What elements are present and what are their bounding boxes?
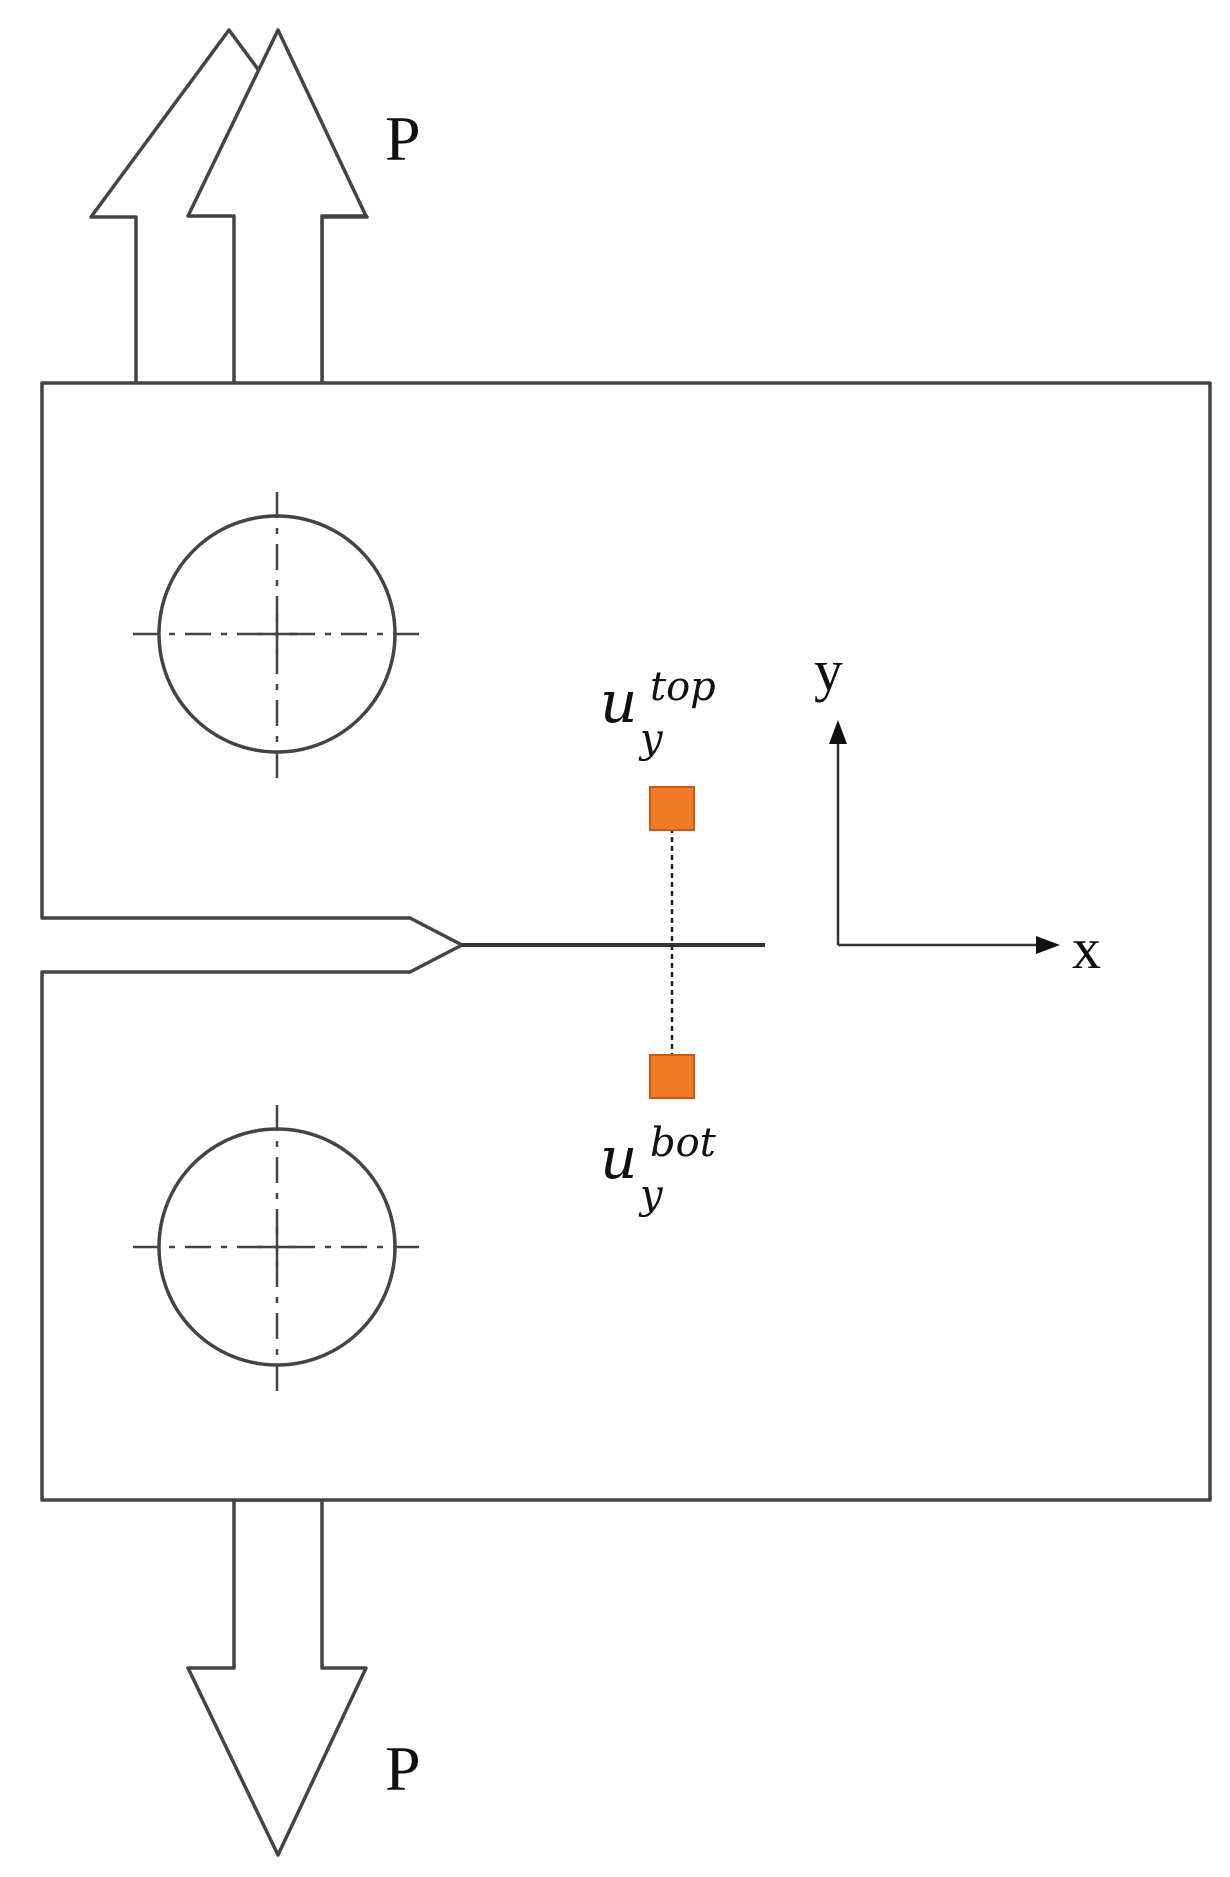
u-top-base: u xyxy=(600,668,637,736)
u-top-superscript: top xyxy=(650,664,716,710)
u-bot-subscript: y xyxy=(638,1172,664,1218)
specimen-body xyxy=(40,381,1212,1502)
u-bot-superscript: bot xyxy=(650,1120,717,1166)
x-axis-arrowhead xyxy=(1036,936,1060,954)
u-top-subscript: y xyxy=(638,716,664,762)
displacement-marker-top xyxy=(649,786,695,831)
axis-label-x: x xyxy=(1072,916,1101,981)
displacement-marker-bottom xyxy=(649,1054,695,1099)
axis-label-y: y xyxy=(814,638,843,703)
load-arrow-bottom-shape xyxy=(186,1498,368,1857)
load-label-top: P xyxy=(385,103,421,174)
y-axis-arrowhead xyxy=(829,720,847,744)
load-label-bottom: P xyxy=(385,1733,421,1804)
u-bot-base: u xyxy=(600,1124,637,1192)
